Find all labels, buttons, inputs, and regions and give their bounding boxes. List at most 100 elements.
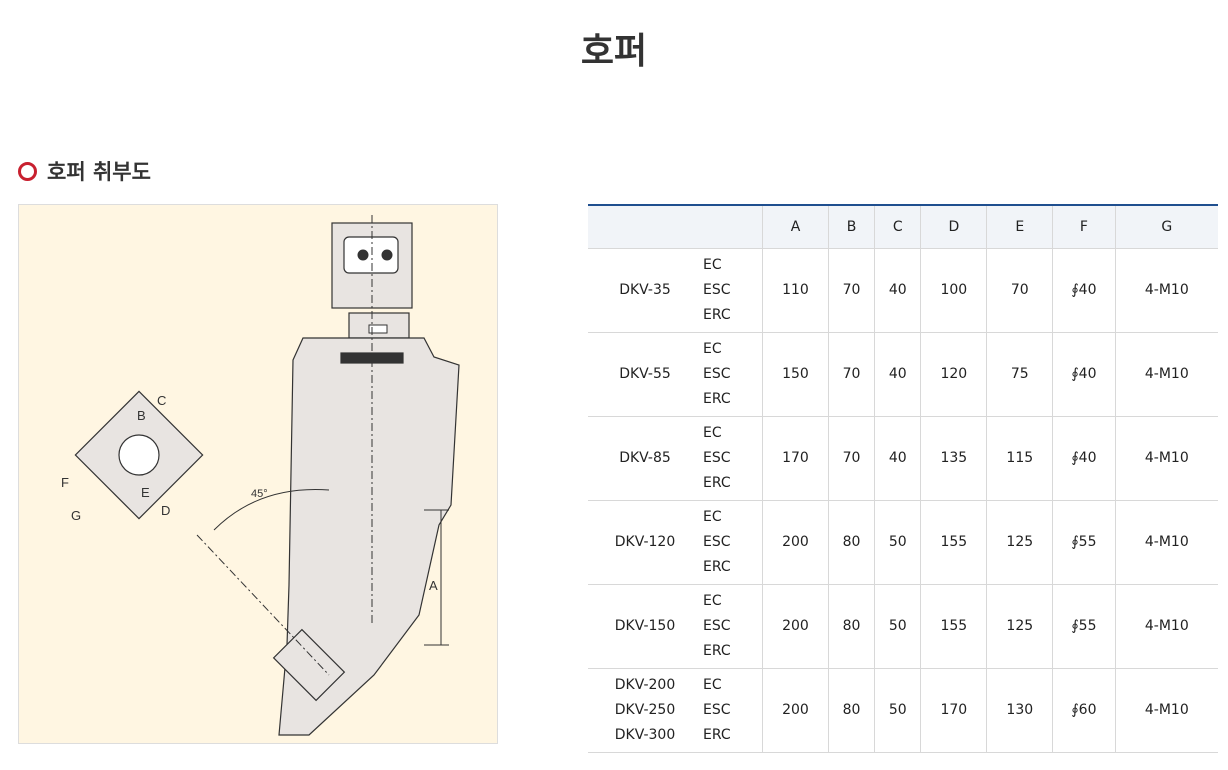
value-cell: 110 bbox=[762, 248, 829, 333]
section-heading: 호퍼 취부도 bbox=[18, 156, 151, 186]
value-cell: 4-M10 bbox=[1114, 668, 1218, 753]
value-cell: 4-M10 bbox=[1114, 332, 1218, 417]
value-cell: 100 bbox=[920, 248, 987, 333]
type-name: EC bbox=[703, 257, 722, 273]
type-name: ESC bbox=[703, 450, 731, 466]
type-cell: EC ESC ERC bbox=[702, 248, 763, 333]
value-cell: ∮40 bbox=[1052, 332, 1116, 417]
hopper-mounting-diagram: A B C D E F G 45° bbox=[18, 204, 498, 744]
model-name: DKV-35 bbox=[619, 282, 671, 298]
model-name: DKV-85 bbox=[619, 450, 671, 466]
value-cell: 50 bbox=[874, 584, 921, 669]
model-name: DKV-250 bbox=[614, 702, 676, 718]
value-cell: 170 bbox=[920, 668, 987, 753]
type-name: EC bbox=[703, 593, 722, 609]
value-cell: ∮40 bbox=[1052, 248, 1116, 333]
type-cell: EC ESC ERC bbox=[702, 584, 763, 669]
value-cell: 125 bbox=[986, 584, 1053, 669]
value-cell: ∮55 bbox=[1052, 584, 1116, 669]
model-name: DKV-300 bbox=[614, 727, 676, 743]
value-cell: 80 bbox=[827, 500, 875, 585]
type-name: ESC bbox=[703, 534, 731, 550]
value-cell: 80 bbox=[827, 668, 875, 753]
type-name: ESC bbox=[703, 702, 731, 718]
type-name: ESC bbox=[703, 282, 731, 298]
value-cell: 200 bbox=[762, 584, 829, 669]
value-cell: 70 bbox=[986, 248, 1053, 333]
value-cell: 70 bbox=[827, 248, 875, 333]
value-cell: 170 bbox=[762, 416, 829, 501]
type-name: EC bbox=[703, 509, 722, 525]
model-cell: DKV-35 bbox=[588, 248, 702, 333]
page-title: 호퍼 bbox=[580, 31, 648, 72]
value-cell: ∮60 bbox=[1052, 668, 1116, 753]
value-cell: 75 bbox=[986, 332, 1053, 417]
dim-f: F bbox=[61, 475, 69, 490]
value-cell: 150 bbox=[762, 332, 829, 417]
angle-label: 45° bbox=[251, 488, 268, 500]
model-cell: DKV-150 bbox=[588, 584, 702, 669]
model-cell: DKV-85 bbox=[588, 416, 702, 501]
value-cell: 40 bbox=[874, 332, 921, 417]
model-name: DKV-150 bbox=[614, 618, 676, 634]
type-name: ERC bbox=[703, 727, 731, 743]
value-cell: 155 bbox=[920, 584, 987, 669]
dim-b: B bbox=[137, 408, 146, 423]
table-header: A B C D E F G bbox=[588, 205, 1218, 249]
value-cell: 120 bbox=[920, 332, 987, 417]
type-name: ERC bbox=[703, 307, 731, 323]
value-cell: 115 bbox=[986, 416, 1053, 501]
dim-c: C bbox=[157, 393, 166, 408]
type-name: ERC bbox=[703, 643, 731, 659]
type-cell: EC ESC ERC bbox=[702, 332, 763, 417]
value-cell: 70 bbox=[827, 332, 875, 417]
model-name: DKV-55 bbox=[619, 366, 671, 382]
value-cell: 200 bbox=[762, 668, 829, 753]
value-cell: ∮40 bbox=[1052, 416, 1116, 501]
type-cell: EC ESC ERC bbox=[702, 416, 763, 501]
model-cell: DKV-120 bbox=[588, 500, 702, 585]
type-name: ERC bbox=[703, 559, 731, 575]
dim-a: A bbox=[429, 578, 438, 593]
value-cell: 135 bbox=[920, 416, 987, 501]
value-cell: 4-M10 bbox=[1114, 584, 1218, 669]
value-cell: 4-M10 bbox=[1114, 248, 1218, 333]
type-name: ESC bbox=[703, 618, 731, 634]
type-name: ERC bbox=[703, 391, 731, 407]
value-cell: 4-M10 bbox=[1114, 500, 1218, 585]
type-name: ESC bbox=[703, 366, 731, 382]
model-name: DKV-200 bbox=[614, 677, 676, 693]
value-cell: 130 bbox=[986, 668, 1053, 753]
circle-bullet-icon bbox=[18, 161, 37, 181]
value-cell: 50 bbox=[874, 668, 921, 753]
value-cell: 40 bbox=[874, 416, 921, 501]
value-cell: 40 bbox=[874, 248, 921, 333]
value-cell: 70 bbox=[827, 416, 875, 501]
value-cell: 155 bbox=[920, 500, 987, 585]
type-cell: EC ESC ERC bbox=[702, 500, 763, 585]
model-name: DKV-120 bbox=[614, 534, 676, 550]
type-name: EC bbox=[703, 425, 722, 441]
type-name: EC bbox=[703, 341, 722, 357]
model-cell: DKV-55 bbox=[588, 332, 702, 417]
dim-g: G bbox=[71, 508, 81, 523]
type-name: EC bbox=[703, 677, 722, 693]
value-cell: 125 bbox=[986, 500, 1053, 585]
value-cell: 50 bbox=[874, 500, 921, 585]
type-cell: EC ESC ERC bbox=[702, 668, 763, 753]
value-cell: 80 bbox=[827, 584, 875, 669]
section-title: 호퍼 취부도 bbox=[47, 160, 151, 184]
value-cell: 4-M10 bbox=[1114, 416, 1218, 501]
value-cell: ∮55 bbox=[1052, 500, 1116, 585]
dim-d: D bbox=[161, 503, 170, 518]
dim-e: E bbox=[141, 485, 150, 500]
type-name: ERC bbox=[703, 475, 731, 491]
